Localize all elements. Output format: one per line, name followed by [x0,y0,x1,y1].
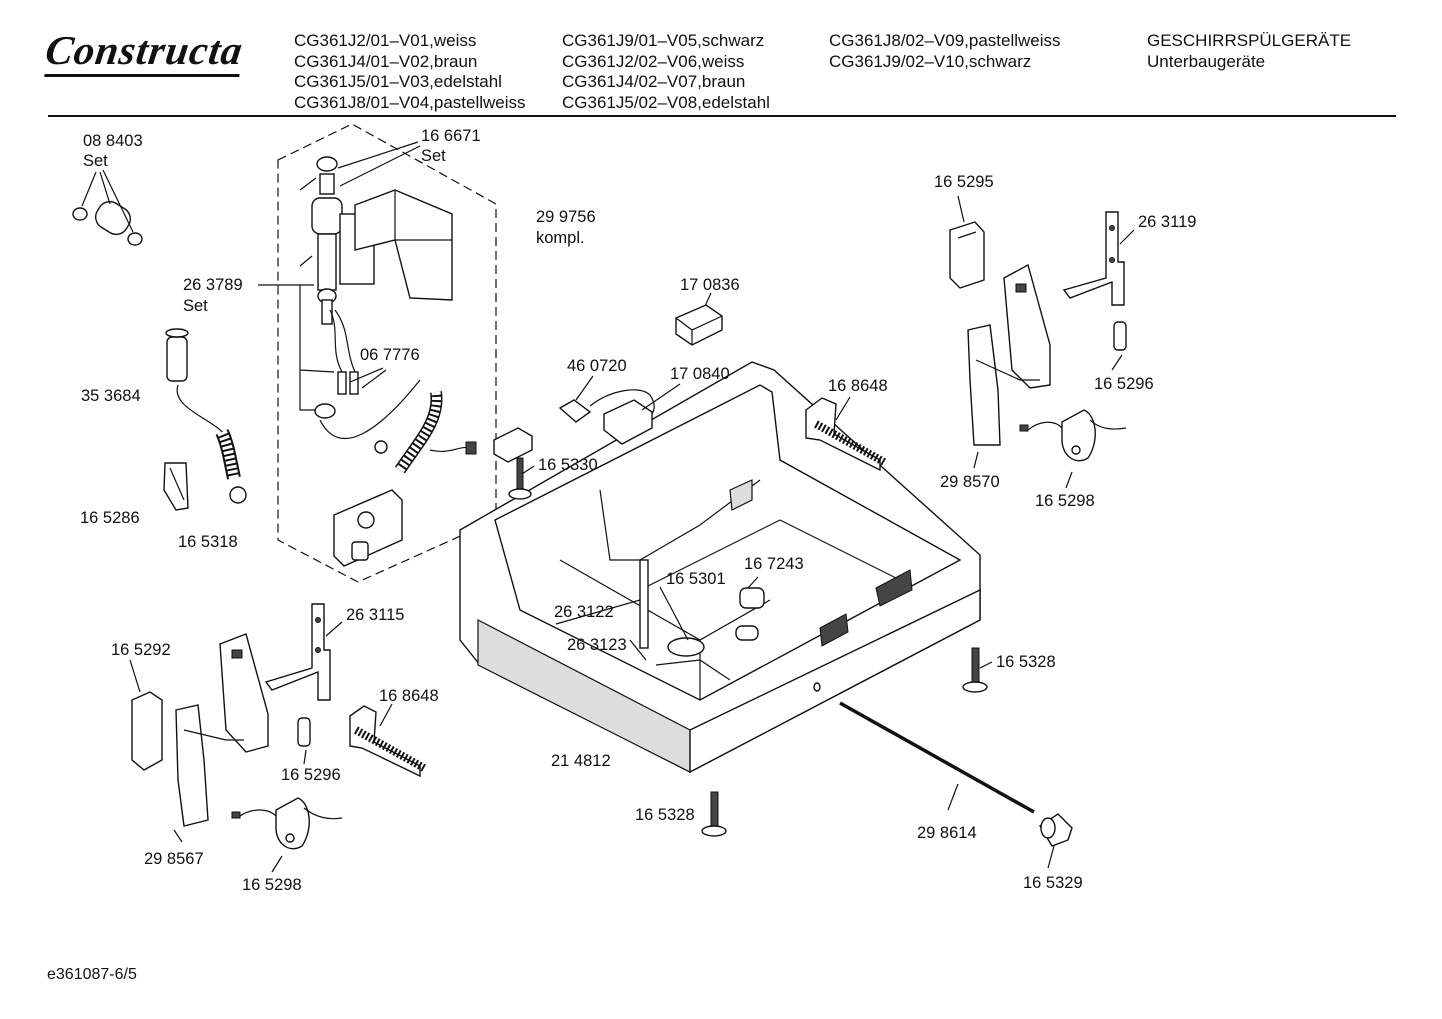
model-entry: CG361J5/01–V03,edelstahl [294,72,502,91]
clip-165296-left-drawing [297,717,311,747]
hinge-plate-left-drawing [175,633,269,827]
part-label-165328-bottom: 16 5328 [635,806,695,824]
models-column-2: CG361J9/01–V05,schwarz CG361J2/02–V06,we… [562,31,770,113]
part-label-165295: 16 5295 [934,173,994,191]
base-tub-drawing [459,361,981,774]
part-label-263119: 26 3119 [1138,213,1196,231]
connector-170836-drawing [675,304,723,346]
model-entry: CG361J9/01–V05,schwarz [562,31,765,50]
part-label-170840: 17 0840 [670,365,730,383]
model-entry: CG361J8/01–V04,pastellweiss [294,92,526,112]
part-label-263789-note: Set [183,297,208,315]
foot-165329-drawing [1039,813,1073,847]
part-label-088403-note: Set [83,152,108,170]
part-label-353684: 35 3684 [81,387,141,405]
part-label-263115: 26 3115 [346,606,404,624]
rod-298614-drawing [839,701,1035,814]
model-entry: CG361J5/02–V08,edelstahl [562,92,770,112]
cover-165292-drawing [131,691,163,771]
foot-screw-bottom-drawing [701,791,727,837]
part-label-170836: 17 0836 [680,276,740,294]
part-label-165292: 16 5292 [111,641,171,659]
part-label-167243: 16 7243 [744,555,804,573]
part-label-166671-note: Set [421,147,446,165]
part-label-165296-left: 16 5296 [281,766,341,784]
switch-165298-left-drawing [231,797,343,850]
drain-hose-drawing [374,391,477,474]
hinge-arm-left-drawing [264,603,331,701]
part-label-166671: 16 6671 [421,127,481,145]
category-title: GESCHIRRSPÜLGERÄTE [1147,31,1352,50]
drawing-code: e361087-6/5 [47,966,137,983]
switch-165298-right-drawing [1019,409,1127,462]
part-label-168648-bottom: 16 8648 [379,687,439,705]
part-label-460720: 46 0720 [567,357,627,375]
clip-165296-right-drawing [1113,321,1127,351]
part-label-165328-right: 16 5328 [996,653,1056,671]
part-label-067776: 06 7776 [360,346,420,364]
part-label-088403: 08 8403 [83,132,143,150]
bracket-165295-drawing [949,221,985,289]
category-subtitle: Unterbaugeräte [1147,51,1266,71]
part-label-165330: 16 5330 [538,456,598,474]
part-label-263789: 26 3789 [183,276,243,294]
header-rule [48,115,1396,117]
part-label-298567: 29 8567 [144,850,204,868]
part-label-214812: 21 4812 [551,752,611,770]
models-column-3: CG361J8/02–V09,pastellweiss CG361J9/02–V… [829,31,1061,72]
part-label-298614: 29 8614 [917,824,977,842]
model-entry: CG361J2/01–V01,weiss [294,31,477,50]
hinge-plate-right-drawing [967,263,1051,446]
part-label-165329: 16 5329 [1023,874,1083,892]
bracket-clip-drawing [163,462,189,511]
helical-hose-drawing [165,328,247,504]
models-column-1: CG361J2/01–V01,weiss CG361J4/01–V02,brau… [294,31,526,113]
part-label-165286: 16 5286 [80,509,140,527]
sensor-mount-drawing [333,489,403,567]
hose-clamp-set-drawing [72,200,143,246]
spring-bottom-drawing [349,705,426,778]
lamp-holder-drawing [558,389,655,445]
category-block: GESCHIRRSPÜLGERÄTE Unterbaugeräte [1147,31,1351,72]
model-entry: CG361J4/01–V02,braun [294,51,478,71]
part-label-165318: 16 5318 [178,533,238,551]
part-label-165298-right: 16 5298 [1035,492,1095,510]
part-label-165298-left: 16 5298 [242,876,302,894]
part-label-165301: 16 5301 [666,570,726,588]
model-entry: CG361J8/02–V09,pastellweiss [829,31,1061,50]
model-entry: CG361J2/02–V06,weiss [562,51,745,71]
foot-screw-top-drawing [508,457,532,500]
wire-harness-drawing [319,309,421,440]
spring-top-drawing [805,397,886,472]
inlet-valve-set-drawing [311,156,453,419]
foot-screw-right-drawing [962,647,988,693]
part-label-298570: 29 8570 [940,473,1000,491]
model-entry: CG361J9/02–V10,schwarz [829,51,1032,71]
part-label-165296-right: 16 5296 [1094,375,1154,393]
part-label-263122: 26 3122 [554,603,614,621]
hinge-arm-right-drawing [1062,211,1125,306]
model-entry: CG361J4/02–V07,braun [562,72,746,91]
part-label-299756: 29 9756 [536,208,596,226]
part-label-168648-top: 16 8648 [828,377,888,395]
part-label-299756-note: kompl. [536,229,585,247]
part-label-263123: 26 3123 [567,636,627,654]
switch-165330-drawing [493,427,533,463]
